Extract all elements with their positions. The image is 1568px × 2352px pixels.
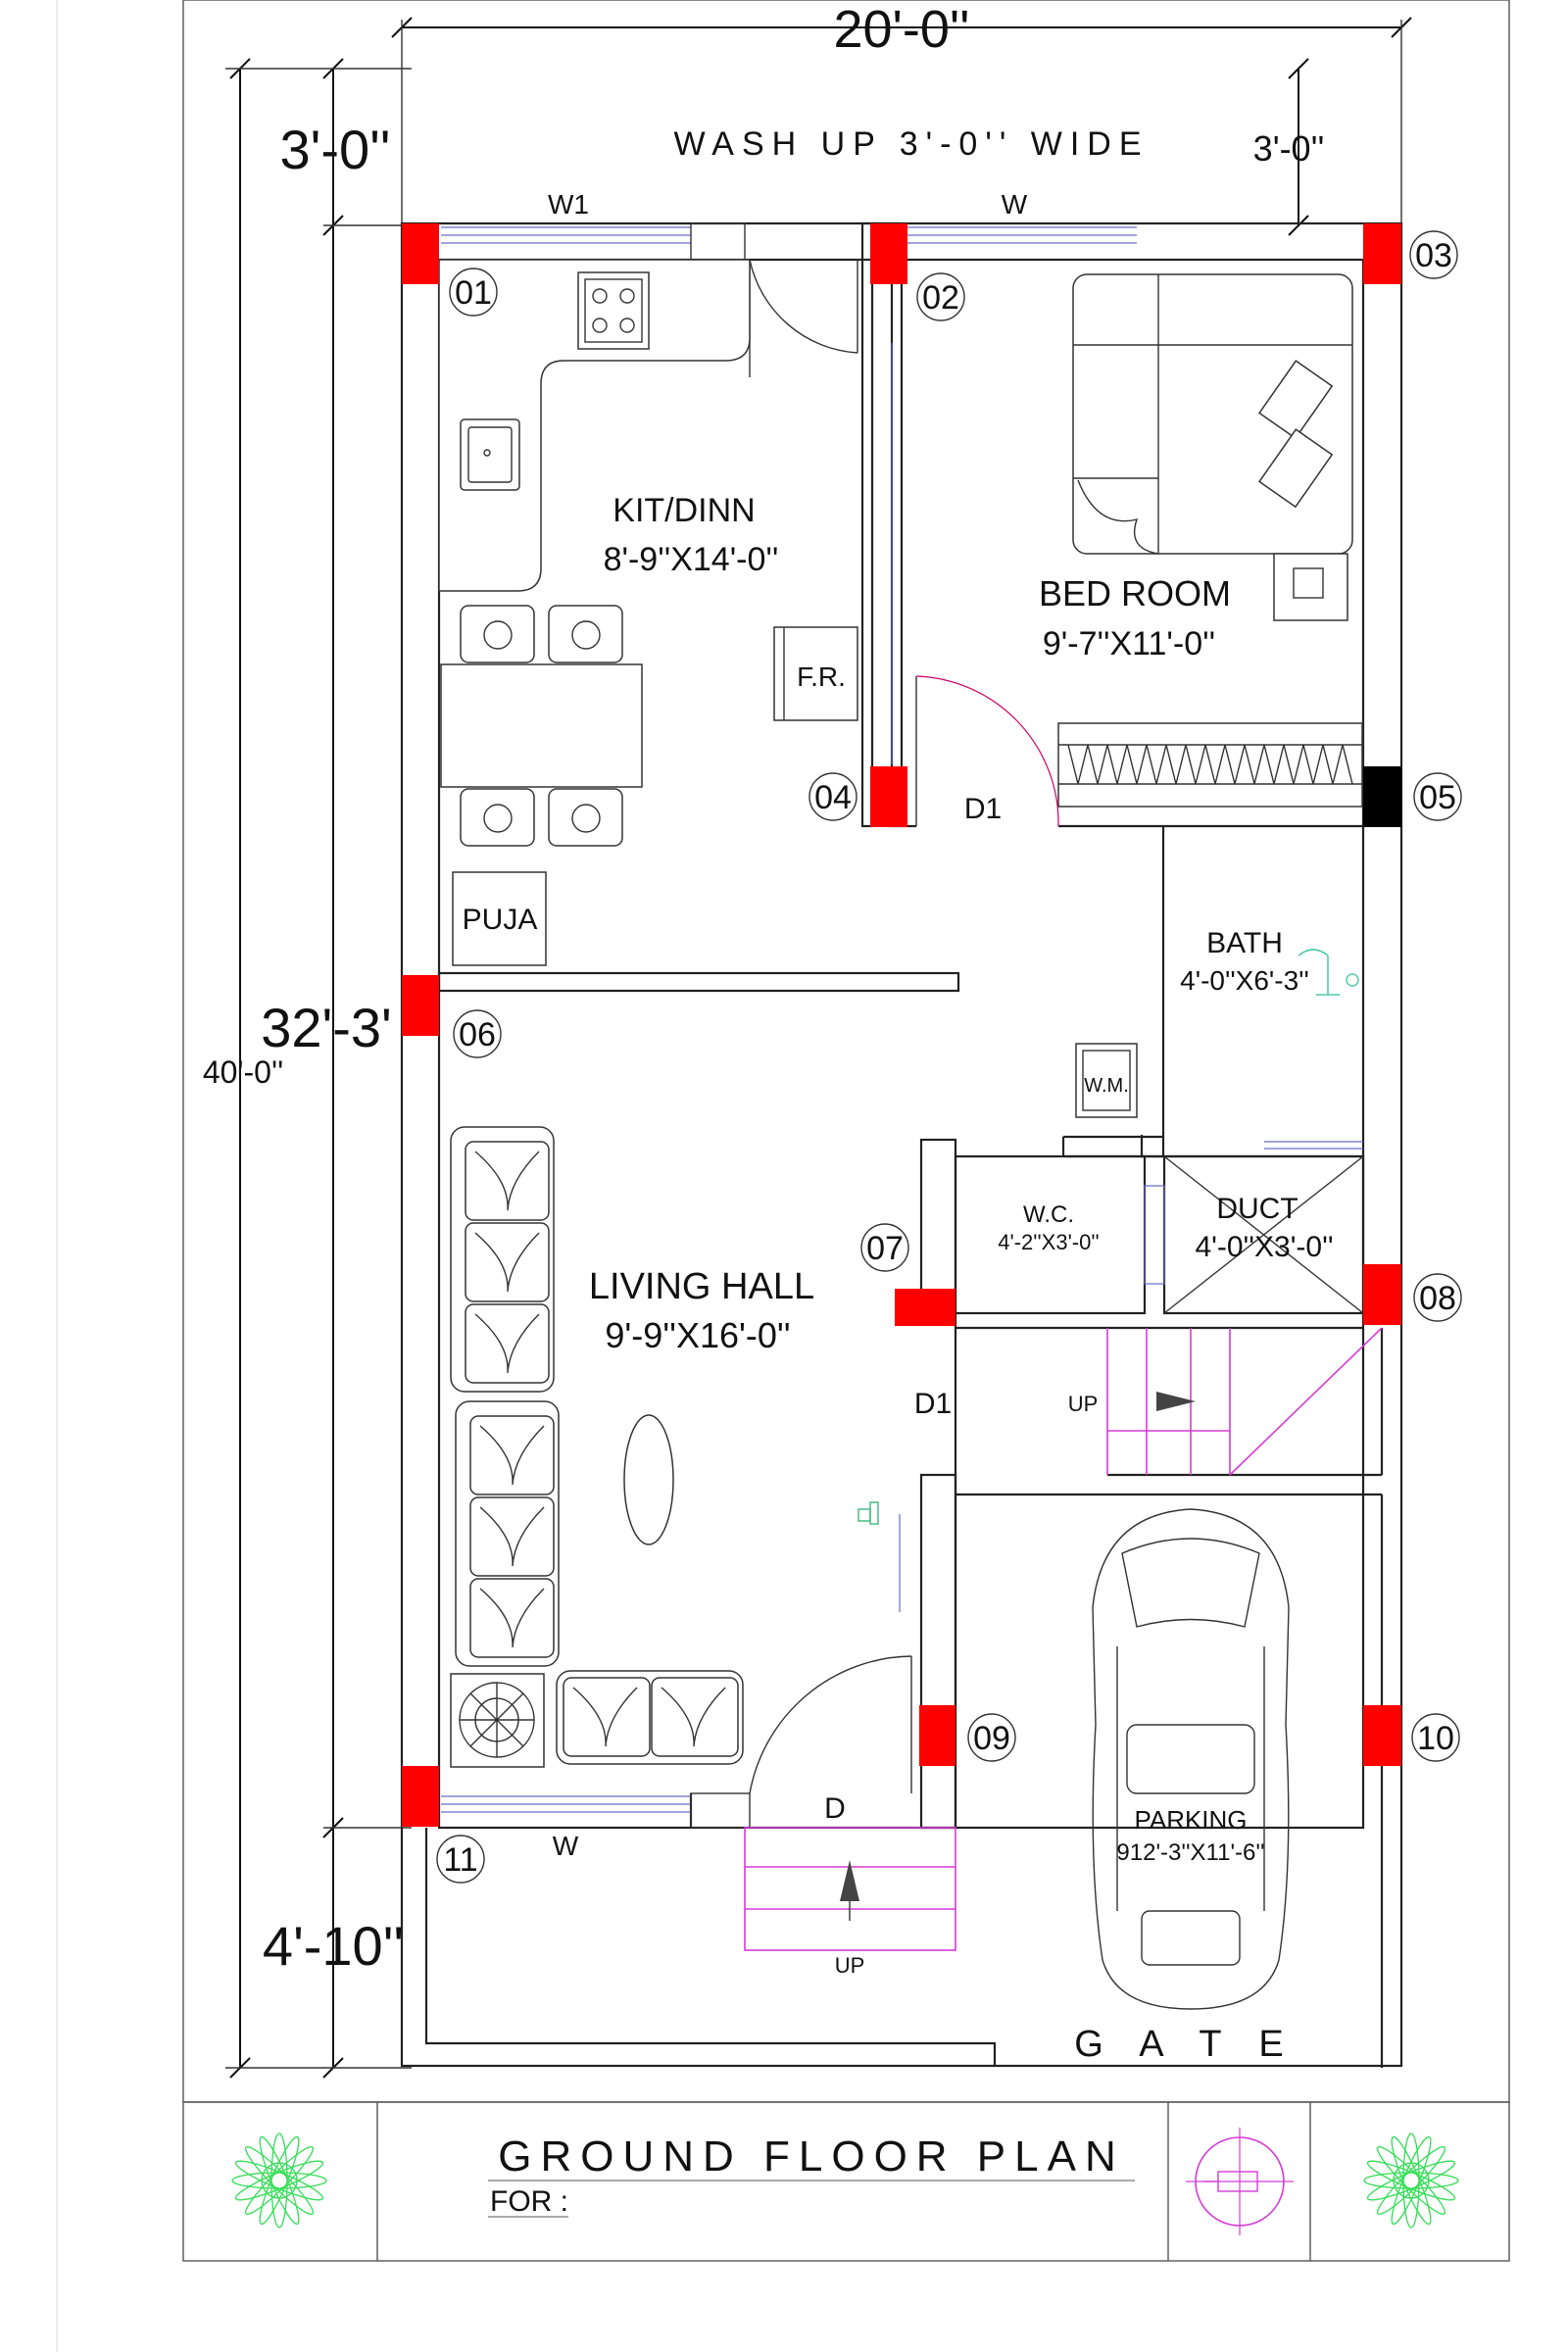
duct-cross xyxy=(1163,1155,1364,1314)
dining-table-icon xyxy=(440,605,643,847)
gate-label: G A T E xyxy=(1074,2024,1298,2065)
bath-room-name: BATH xyxy=(1206,927,1283,959)
column-number: 10 xyxy=(1417,1720,1454,1757)
stair-up-label: UP xyxy=(1068,1392,1099,1416)
column-badge: 02 xyxy=(916,272,965,321)
column-number: 08 xyxy=(1419,1280,1456,1317)
columns xyxy=(402,223,1401,1827)
bedroom-room-name: BED ROOM xyxy=(1039,573,1231,613)
column-badge: 06 xyxy=(453,1009,502,1058)
entry-steps xyxy=(744,1827,956,1951)
column-number: 09 xyxy=(973,1720,1010,1757)
washing-machine-icon xyxy=(1075,1043,1138,1118)
column-number: 01 xyxy=(455,274,492,312)
dim-left-span: 32'-3' xyxy=(261,997,391,1058)
fridge-icon xyxy=(773,626,858,721)
parking-room-name: PARKING xyxy=(1134,1805,1247,1835)
center-table-icon xyxy=(623,1414,674,1545)
doors xyxy=(749,259,1059,1794)
kitchen-room-size: 8'-9''X14'-0'' xyxy=(604,541,779,578)
kitchen-counter xyxy=(438,259,751,592)
column-badge: 09 xyxy=(967,1713,1016,1762)
side-flower-table-icon xyxy=(450,1673,545,1768)
car-icon xyxy=(1092,1508,1290,2010)
flower-ornament-icon xyxy=(231,2132,327,2229)
kitchen-room-name: KIT/DINN xyxy=(612,492,755,529)
north-arrow-icon xyxy=(1186,2128,1294,2235)
puja-icon xyxy=(452,871,547,966)
dim-washup-right: 3'-0'' xyxy=(1253,128,1325,169)
column-number: 02 xyxy=(922,279,959,317)
column-number: 05 xyxy=(1419,779,1456,816)
duct-room-name: DUCT xyxy=(1216,1193,1298,1225)
tv-unit-icon xyxy=(858,1501,901,1612)
wc-room-size: 4'-2''X3'-0'' xyxy=(998,1230,1099,1254)
bed-icon xyxy=(1072,273,1353,555)
side-table-icon xyxy=(1273,553,1348,621)
dim-washup-depth: 3'-0'' xyxy=(279,119,390,180)
window-w1-label: W1 xyxy=(548,189,589,220)
column-badge: 07 xyxy=(860,1223,909,1272)
flower-ornament-icon xyxy=(1363,2132,1459,2229)
column-number: 03 xyxy=(1415,237,1452,274)
fridge-label: F.R. xyxy=(797,662,846,692)
puja-label: PUJA xyxy=(463,904,538,936)
wardrobe-icon xyxy=(1057,722,1363,808)
column-number: 04 xyxy=(814,779,852,816)
dimension-lines xyxy=(225,17,1412,2079)
column-badge: 10 xyxy=(1411,1713,1460,1762)
door-d1-bed-label: D1 xyxy=(964,793,1002,825)
window-w-bottom-label: W xyxy=(553,1831,579,1861)
title-block xyxy=(182,2101,1510,2262)
title-block-for-label: FOR : xyxy=(490,2185,568,2218)
column-badge: 03 xyxy=(1409,230,1458,279)
title-block-title: GROUND FLOOR PLAN xyxy=(498,2132,1125,2180)
shower-icon xyxy=(1298,949,1359,996)
washup-label: WASH UP 3'-0'' WIDE xyxy=(673,125,1149,163)
living-room-size: 9'-9''X16'-0'' xyxy=(605,1315,790,1355)
entry-up-label: UP xyxy=(835,1953,865,1978)
wm-label: W.M. xyxy=(1084,1075,1129,1097)
door-d1-hall-label: D1 xyxy=(914,1388,952,1420)
column-badge: 04 xyxy=(808,772,858,821)
column-badge: 11 xyxy=(436,1835,485,1884)
column-badge: 08 xyxy=(1413,1273,1462,1322)
windows xyxy=(441,222,1363,1829)
column-labels: 01 02 03 04 05 06 07 08 09 10 11 xyxy=(436,230,1462,1884)
duct-room-size: 4'-0''X3'-0'' xyxy=(1195,1231,1333,1263)
parking-room-size: 912'-3''X11'-6'' xyxy=(1116,1839,1264,1866)
column-number: 06 xyxy=(459,1016,496,1054)
wc-room-name: W.C. xyxy=(1023,1201,1074,1228)
column-badge: 01 xyxy=(449,268,498,317)
sink-icon xyxy=(460,418,520,491)
dim-front-setback: 4'-10'' xyxy=(263,1915,404,1977)
bedroom-room-size: 9'-7''X11'-0'' xyxy=(1043,625,1215,662)
window-w-top-label: W xyxy=(1002,189,1028,220)
column-badge: 05 xyxy=(1413,772,1462,821)
dim-overall-width: 20'-0'' xyxy=(833,0,969,59)
column-number: 11 xyxy=(443,1841,477,1879)
stove-icon xyxy=(577,271,650,350)
bath-room-size: 4'-0''X6'-3'' xyxy=(1180,965,1309,996)
sofa-icon xyxy=(450,1126,744,1765)
column-number: 07 xyxy=(866,1230,904,1267)
door-main-label: D xyxy=(824,1792,846,1825)
living-room-name: LIVING HALL xyxy=(589,1266,814,1307)
stair-icon xyxy=(1106,1327,1383,1476)
dim-overall-depth: 40'-0'' xyxy=(203,1054,283,1090)
